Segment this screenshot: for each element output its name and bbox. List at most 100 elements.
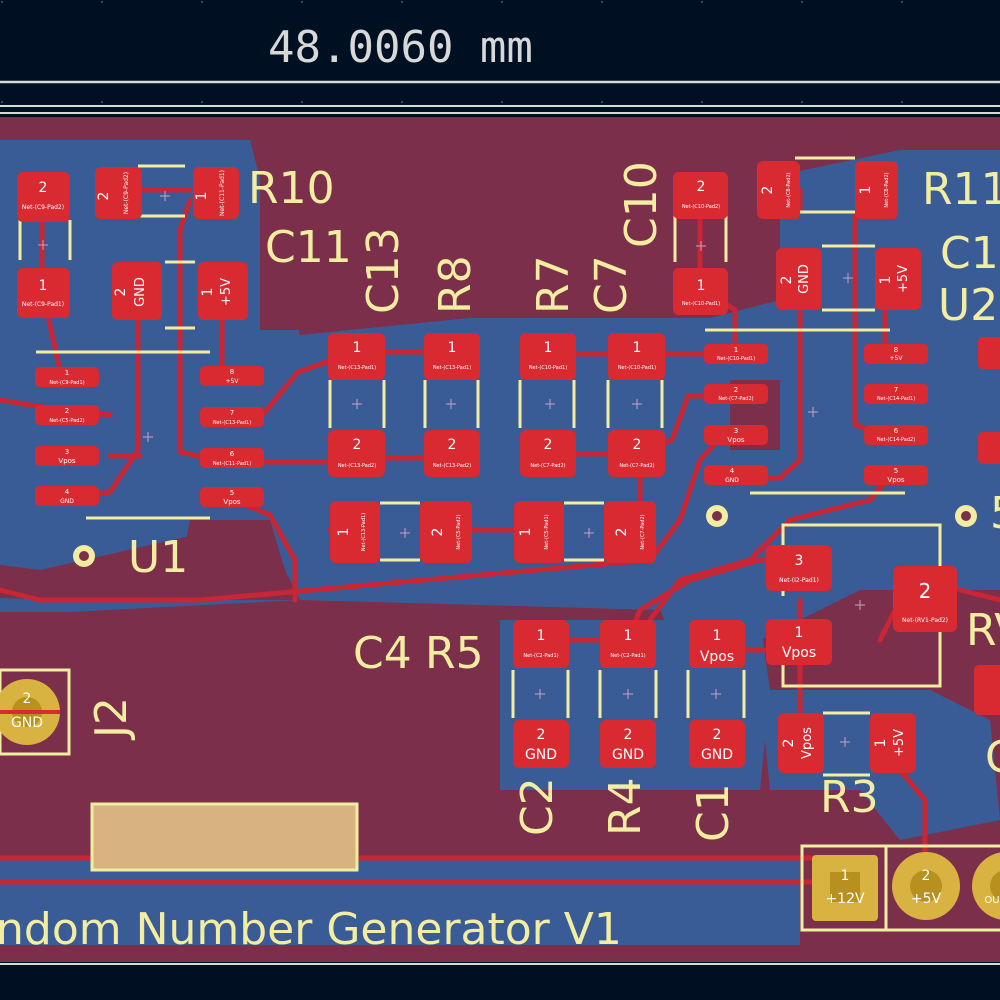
pad-j-5v[interactable]: 2 +5V [892, 852, 960, 920]
pad-j2-2[interactable]: 2 GND [0, 679, 60, 745]
board-title: ndom Number Generator V1 [0, 904, 622, 955]
svg-text:1: 1 [633, 340, 642, 356]
svg-text:2: 2 [781, 739, 797, 748]
svg-text:OU: OU [984, 895, 999, 906]
svg-text:1: 1 [795, 625, 804, 641]
svg-text:Net-(C13-Pad1): Net-(C13-Pad1) [433, 365, 471, 371]
svg-text:1: 1 [65, 369, 69, 377]
pad-u1-8[interactable]: 8+5V [200, 366, 264, 386]
svg-text:Net-(C2-Pad1): Net-(C2-Pad1) [610, 653, 645, 659]
svg-text:Net-(C10-Pad2): Net-(C10-Pad2) [682, 204, 720, 210]
svg-text:Net-(C5-Pad1): Net-(C5-Pad1) [544, 514, 550, 549]
svg-text:Net-(C10-Pad1): Net-(C10-Pad1) [618, 365, 656, 371]
svg-text:3: 3 [65, 448, 69, 456]
pad-c1x-1[interactable]: 1+5V [875, 248, 921, 310]
svg-text:+5V: +5V [896, 265, 911, 293]
svg-text:7: 7 [894, 386, 898, 394]
pad-c11-1[interactable]: 1+5V [198, 262, 248, 320]
svg-text:Vpos: Vpos [727, 436, 745, 444]
svg-text:2: 2 [633, 437, 642, 453]
svg-text:GND: GND [11, 715, 43, 731]
svg-text:2: 2 [39, 180, 48, 196]
svg-text:Vpos: Vpos [782, 645, 816, 661]
pad-j-out[interactable]: OU [972, 852, 1000, 920]
pad-u3-edge-a[interactable] [978, 337, 1000, 369]
pad-u2-8[interactable]: 8+5V [864, 344, 928, 364]
svg-text:8: 8 [894, 346, 898, 354]
svg-text:2: 2 [922, 868, 931, 884]
pad-h1-2[interactable]: 2 Net-(C5-Pad2) [420, 501, 472, 563]
svg-text:Net-(RV1-Pad2): Net-(RV1-Pad2) [902, 617, 948, 624]
ref-j2: J2 [86, 697, 137, 741]
pad-h2-1[interactable]: 1 Net-(C5-Pad1) [514, 501, 564, 563]
svg-text:+5V: +5V [911, 891, 942, 907]
svg-text:4: 4 [730, 467, 735, 475]
svg-text:1: 1 [841, 868, 850, 884]
svg-text:Net-(C13-Pad2): Net-(C13-Pad2) [433, 463, 471, 469]
svg-text:8: 8 [230, 368, 234, 376]
pad-u3-edge-b[interactable] [978, 432, 1000, 464]
pad-r3-1[interactable]: 1+5V [870, 713, 916, 773]
svg-text:Net-(C10-Pad1): Net-(C10-Pad1) [717, 356, 755, 362]
svg-text:1: 1 [448, 340, 457, 356]
pad-c-edge[interactable] [974, 665, 1000, 715]
svg-text:Net-(C11-Pad1): Net-(C11-Pad1) [219, 170, 226, 216]
svg-text:2: 2 [430, 528, 446, 537]
svg-text:Net-(C8-Pad2): Net-(C8-Pad2) [786, 172, 792, 207]
svg-text:Net-(C13-Pad1): Net-(C13-Pad1) [361, 513, 367, 551]
svg-text:Net-(C5-Pad2): Net-(C5-Pad2) [456, 514, 462, 549]
svg-text:Vpos: Vpos [800, 727, 815, 759]
svg-text:1: 1 [518, 528, 534, 537]
svg-text:Net-(C9-Pad1): Net-(C9-Pad1) [49, 380, 84, 386]
svg-text:2: 2 [353, 437, 362, 453]
pad-j-12v[interactable]: 1 +12V [812, 855, 878, 921]
svg-text:Net-(C7-Pad2): Net-(C7-Pad2) [718, 396, 753, 402]
svg-text:1: 1 [873, 739, 889, 748]
